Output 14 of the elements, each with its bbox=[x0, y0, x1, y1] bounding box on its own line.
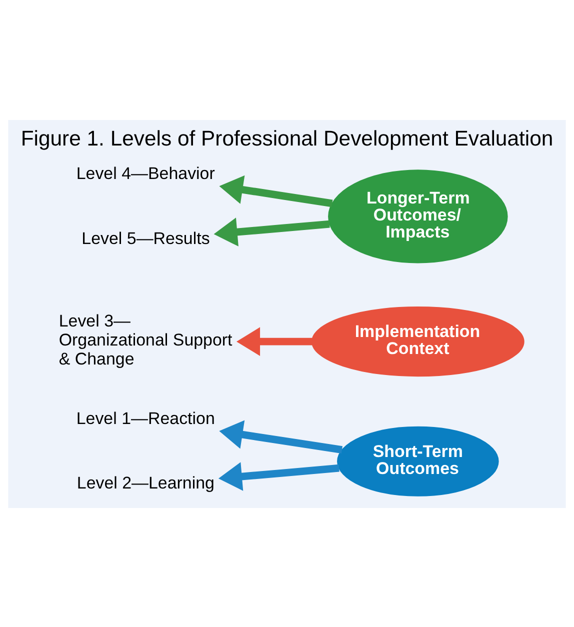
node-text: Level 4—Behavior bbox=[76, 164, 215, 183]
node-ellipse: Implementation Context bbox=[312, 306, 524, 376]
node-ellipse: Short-Term Outcomes bbox=[337, 426, 499, 496]
arrow bbox=[219, 420, 342, 453]
node-text: Level 3— Organizational Support & Change bbox=[58, 311, 232, 368]
arrow bbox=[219, 174, 333, 207]
node-text: Level 2—Learning bbox=[76, 473, 214, 492]
diagram-title: Figure 1. Levels of Professional Development Evaluation bbox=[20, 126, 554, 150]
arrow bbox=[236, 326, 312, 356]
arrow bbox=[214, 217, 330, 246]
node-ellipse: Longer-Term Outcomes/ Impacts bbox=[328, 169, 508, 263]
arrow bbox=[218, 462, 340, 490]
node-text: Level 5—Results bbox=[82, 228, 210, 248]
node-text: Level 1—Reaction bbox=[76, 408, 215, 428]
